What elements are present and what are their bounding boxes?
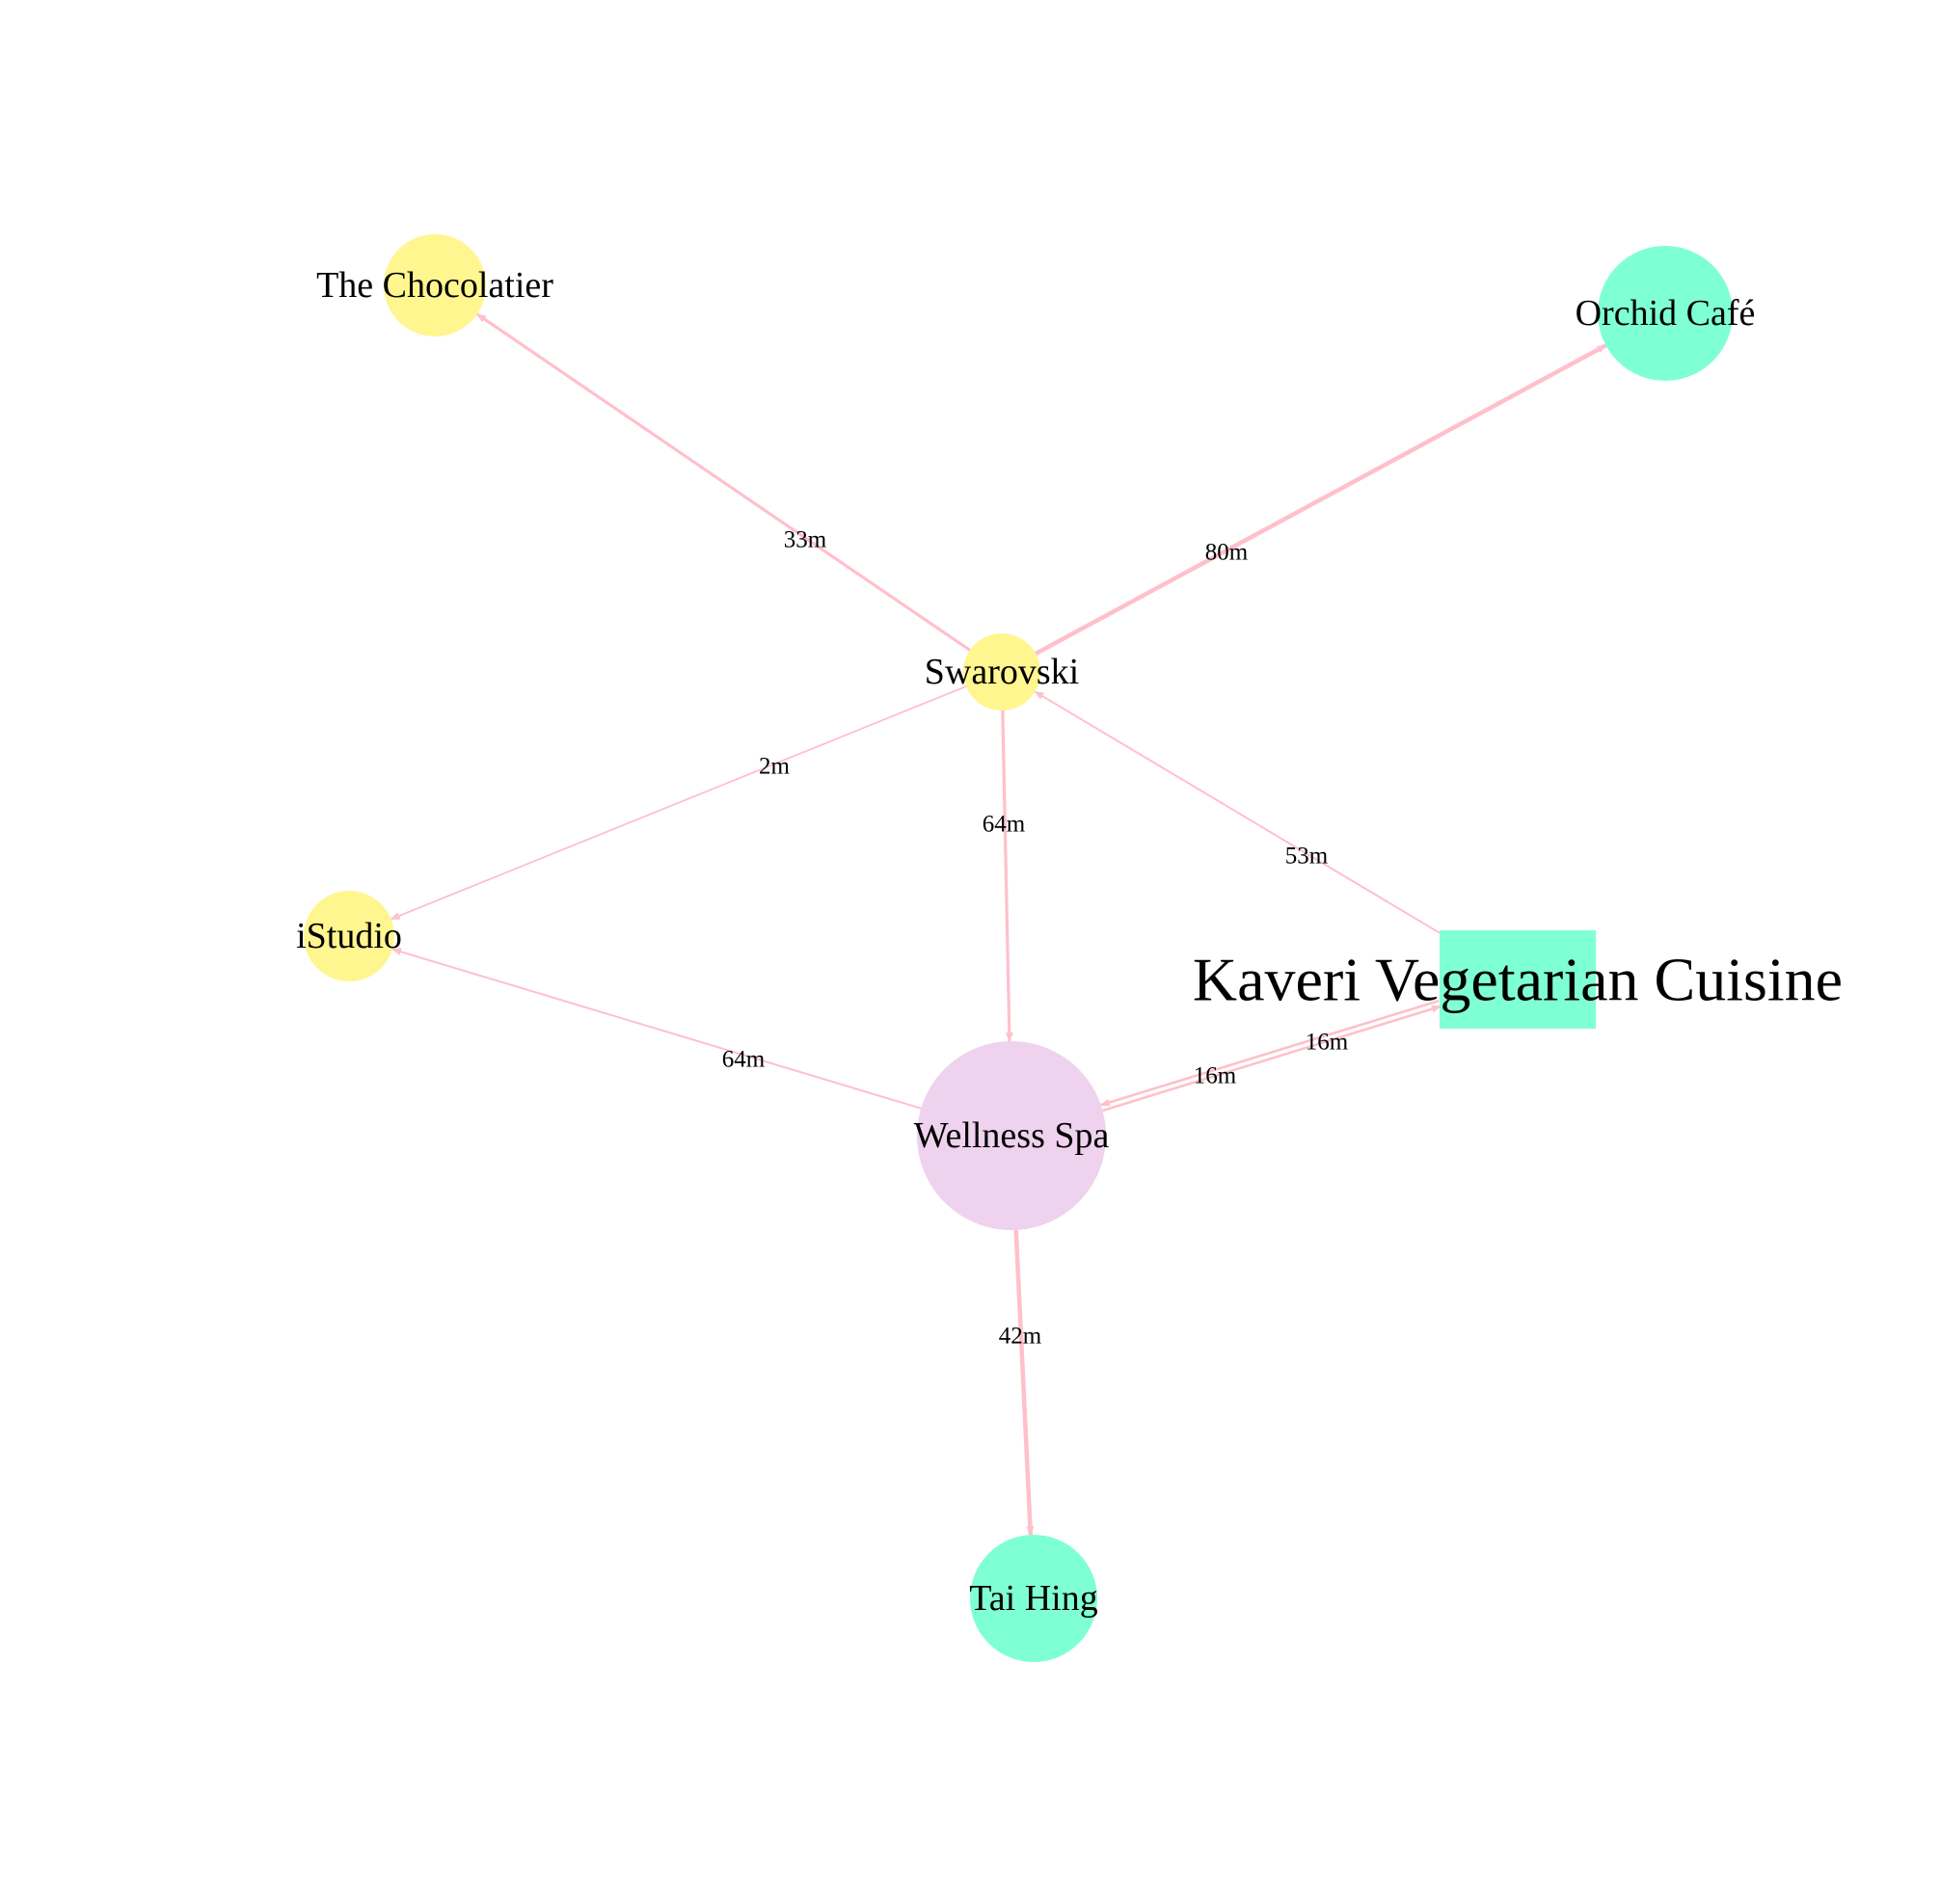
edge-swarovski-to-orchid	[1035, 343, 1607, 656]
nodes-layer	[304, 234, 1733, 1662]
node-label-swarovski: Swarovski	[925, 652, 1079, 692]
node-kaveri	[1440, 929, 1596, 1030]
edge-wellness-to-kaveri	[1102, 1005, 1442, 1113]
node-label-wellness: Wellness Spa	[914, 1115, 1110, 1156]
edge-label-kaveri-to-wellness: 16m	[1194, 1063, 1237, 1089]
node-label-istudio: iStudio	[296, 916, 402, 956]
edge-labels-layer: 33m 80m 2m 64m 53m 64m 16m 16m 42m	[722, 527, 1349, 1350]
node-istudio	[304, 891, 394, 981]
node-label-taihing: Tai Hing	[969, 1578, 1097, 1619]
edge-swarovski-to-wellness	[1001, 710, 1013, 1043]
node-label-kaveri: Kaveri Vegetarian Cuisine	[1193, 946, 1843, 1014]
edge-label-kaveri-to-swarovski: 53m	[1285, 844, 1329, 870]
node-label-orchid: Orchid Café	[1576, 293, 1756, 334]
edge-wellness-to-istudio	[391, 948, 922, 1110]
node-taihing	[970, 1535, 1097, 1662]
edge-kaveri-to-swarovski	[1034, 690, 1441, 934]
edge-label-swarovski-to-orchid: 80m	[1205, 540, 1249, 566]
node-label-chocolatier: The Chocolatier	[316, 265, 553, 306]
edge-label-swarovski-to-istudio: 2m	[759, 754, 791, 780]
edges-layer	[390, 312, 1607, 1537]
edge-label-wellness-to-kaveri: 16m	[1306, 1030, 1349, 1056]
edge-label-wellness-to-istudio: 64m	[722, 1047, 766, 1073]
edge-swarovski-to-istudio	[390, 685, 967, 921]
edge-label-wellness-to-taihing: 42m	[999, 1324, 1042, 1350]
edge-label-swarovski-to-chocolatier: 33m	[784, 527, 827, 553]
edge-kaveri-to-wellness	[1099, 999, 1440, 1107]
node-chocolatier	[384, 234, 486, 336]
edge-label-swarovski-to-wellness: 64m	[983, 812, 1026, 838]
edge-wellness-to-taihing	[1013, 1229, 1035, 1537]
node-orchid	[1598, 246, 1733, 381]
node-wellness	[917, 1041, 1106, 1230]
node-swarovski	[963, 633, 1040, 711]
edge-swarovski-to-chocolatier	[475, 312, 971, 652]
